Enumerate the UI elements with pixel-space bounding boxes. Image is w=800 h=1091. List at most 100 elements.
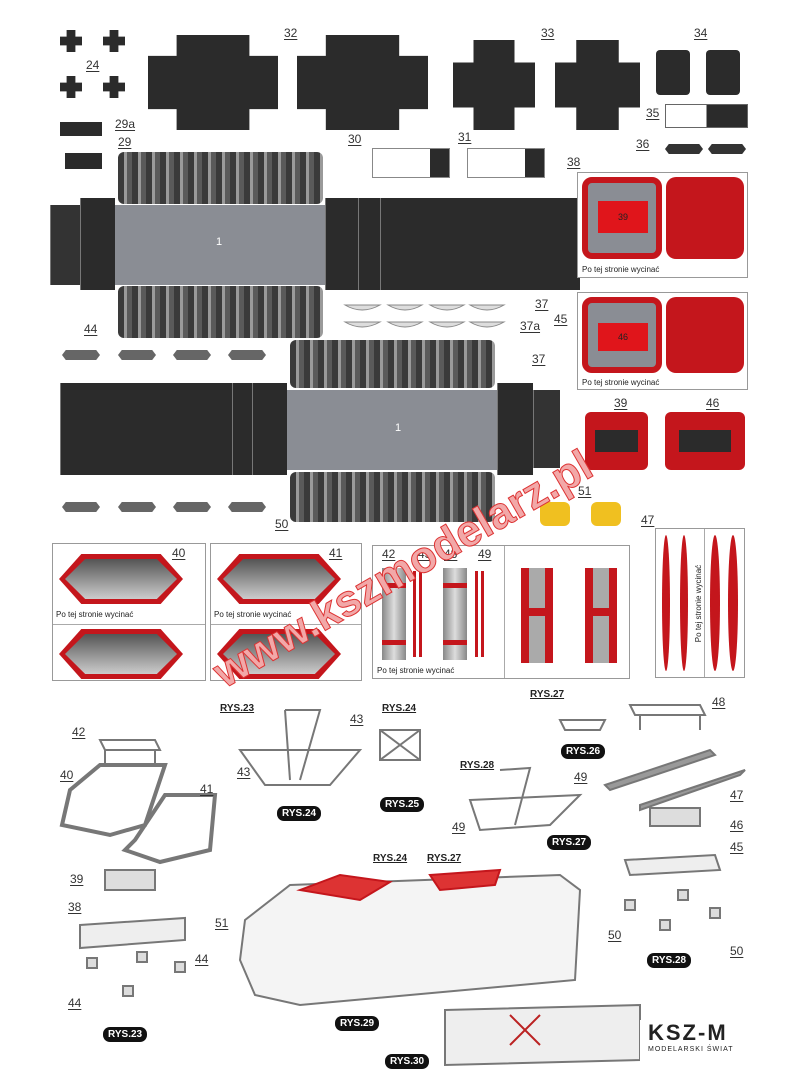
part-32-roof-b: [297, 35, 428, 130]
label-50: 50: [275, 517, 289, 531]
label-33: 33: [541, 26, 555, 40]
pantograph-24: [238, 709, 363, 786]
part-32-roof-a: [148, 35, 278, 130]
asm-50b: 50: [730, 944, 744, 958]
asm-41: 41: [200, 782, 214, 796]
part-46: [665, 412, 745, 470]
cut-note-45: Po tej stronie wycinać: [582, 378, 660, 387]
label-44: 44: [84, 322, 98, 336]
asm-43a: 43: [350, 712, 364, 726]
ref-rys27a: RYS.27: [530, 689, 565, 700]
ref-rys27b: RYS.27: [427, 853, 462, 864]
part-45-base: [623, 853, 722, 877]
locomotive-body: [238, 873, 582, 1007]
label-24: 24: [86, 58, 100, 72]
pantograph-25: [379, 729, 421, 761]
asm-49b: 49: [452, 820, 466, 834]
part-47-panel: Po tej stronie wycinać: [655, 528, 745, 678]
part-42-49-panel: Po tej stronie wycinać: [372, 545, 630, 679]
label-29: 29: [118, 135, 132, 149]
label-41: 41: [329, 546, 343, 560]
label-49: 49: [478, 547, 492, 561]
badge-rys27: RYS.27: [547, 835, 592, 850]
asm-49a: 49: [574, 770, 588, 784]
badge-rys24: RYS.24: [277, 806, 322, 821]
part-47-b: [639, 769, 746, 812]
locomotive-roof: [444, 1003, 641, 1067]
asm-38: 38: [68, 900, 82, 914]
label-37-top: 37: [535, 297, 549, 311]
badge-rys29: RYS.29: [335, 1016, 380, 1031]
base-39-label: 39: [598, 201, 648, 233]
pantograph-27: [468, 766, 583, 832]
part-51-a: [540, 502, 570, 526]
label-31: 31: [458, 130, 472, 144]
part-38-base: [79, 916, 186, 950]
badge-rys25: RYS.25: [380, 797, 425, 812]
label-34: 34: [694, 26, 708, 40]
badge-rys30: RYS.30: [385, 1054, 430, 1069]
badge-rys23: RYS.23: [103, 1027, 148, 1042]
part-36-a: [665, 144, 703, 154]
cut-note-41: Po tej stronie wycinać: [214, 610, 292, 619]
cut-note-38: Po tej stronie wycinać: [582, 265, 660, 274]
ksz-logo: KSZ-M MODELARSKI ŚWIAT: [640, 1020, 760, 1062]
part-34-b: [706, 50, 740, 95]
part-40-panel: Po tej stronie wycinać: [52, 543, 206, 681]
base-46-label: 46: [598, 323, 648, 351]
label-40: 40: [172, 546, 186, 560]
body-number-bottom: 1: [395, 422, 402, 434]
badge-rys28: RYS.28: [647, 953, 692, 968]
logo-tagline: MODELARSKI ŚWIAT: [648, 1046, 734, 1053]
badge-rys26: RYS.26: [561, 744, 606, 759]
part-36-b: [708, 144, 746, 154]
asm-48: 48: [712, 695, 726, 709]
asm-40: 40: [60, 768, 74, 782]
label-29a: 29a: [115, 117, 136, 131]
asm-47: 47: [730, 788, 744, 802]
part-47-a: [603, 748, 717, 792]
asm-39: 39: [70, 872, 84, 886]
part-37-arcs: [343, 304, 506, 328]
label-48: 48: [444, 547, 458, 561]
cut-note-40: Po tej stronie wycinać: [56, 610, 134, 619]
ref-rys23: RYS.23: [220, 703, 255, 714]
ref-rys28: RYS.28: [460, 760, 495, 771]
label-42: 42: [382, 547, 396, 561]
label-45: 45: [554, 312, 568, 326]
part-45-panel: 46 Po tej stronie wycinać: [577, 292, 748, 390]
label-51: 51: [578, 484, 592, 498]
part-34-a: [656, 50, 690, 95]
part-39-box: [104, 869, 156, 891]
asm-51: 51: [215, 916, 229, 930]
asm-43b: 43: [237, 765, 251, 779]
part-41-panel: Po tej stronie wycinać: [210, 543, 362, 681]
ref-rys24a: RYS.24: [382, 703, 417, 714]
label-37a: 37a: [520, 319, 541, 333]
ref-rys24b: RYS.24: [373, 853, 408, 864]
label-37-mid: 37: [532, 352, 546, 366]
part-39: [585, 412, 648, 470]
part-40-frame: [59, 763, 168, 838]
logo-name: KSZ-M: [648, 1020, 728, 1045]
part-42-frame: [98, 739, 162, 765]
asm-44a: 44: [195, 952, 209, 966]
assembly-drawings: [59, 704, 746, 1067]
body-number-top: 1: [216, 236, 223, 248]
label-32: 32: [284, 26, 298, 40]
pantographs-red: [296, 868, 502, 902]
part-31: [467, 148, 545, 178]
cut-note-47: Po tej stronie wycinać: [694, 564, 704, 643]
cut-note-42: Po tej stronie wycinać: [377, 666, 455, 675]
part-33-b: [555, 40, 640, 130]
part-46-box: [649, 807, 701, 827]
part-33-a: [453, 40, 535, 130]
part-29a: [60, 122, 102, 136]
asm-44b: 44: [68, 996, 82, 1010]
label-35: 35: [646, 106, 660, 120]
part-41-frame: [121, 793, 218, 865]
part-26: [558, 719, 607, 731]
part-29: [65, 153, 102, 169]
asm-42: 42: [72, 725, 86, 739]
label-30: 30: [348, 132, 362, 146]
